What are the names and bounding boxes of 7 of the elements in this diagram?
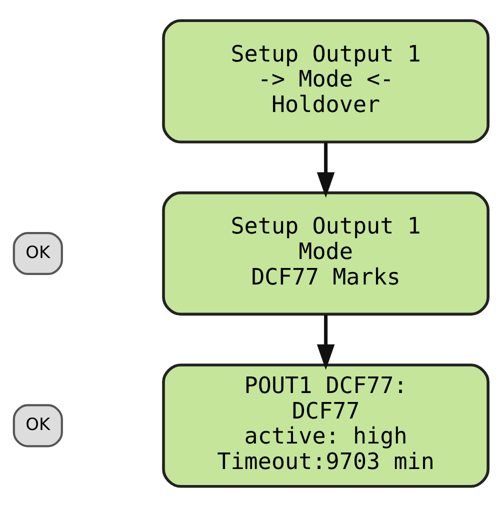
node-box: POUT1 DCF77: DCF77 active: high Timeout:9703 min [162,363,490,488]
arrow [316,314,335,370]
node-box: Setup Output 1 Mode DCF77 Marks [162,190,490,316]
node-box: OK [12,404,63,447]
node-box: OK [12,231,63,275]
arrow [316,142,335,198]
node-box: Setup Output 1 -> Mode <- Holdover [162,18,490,143]
